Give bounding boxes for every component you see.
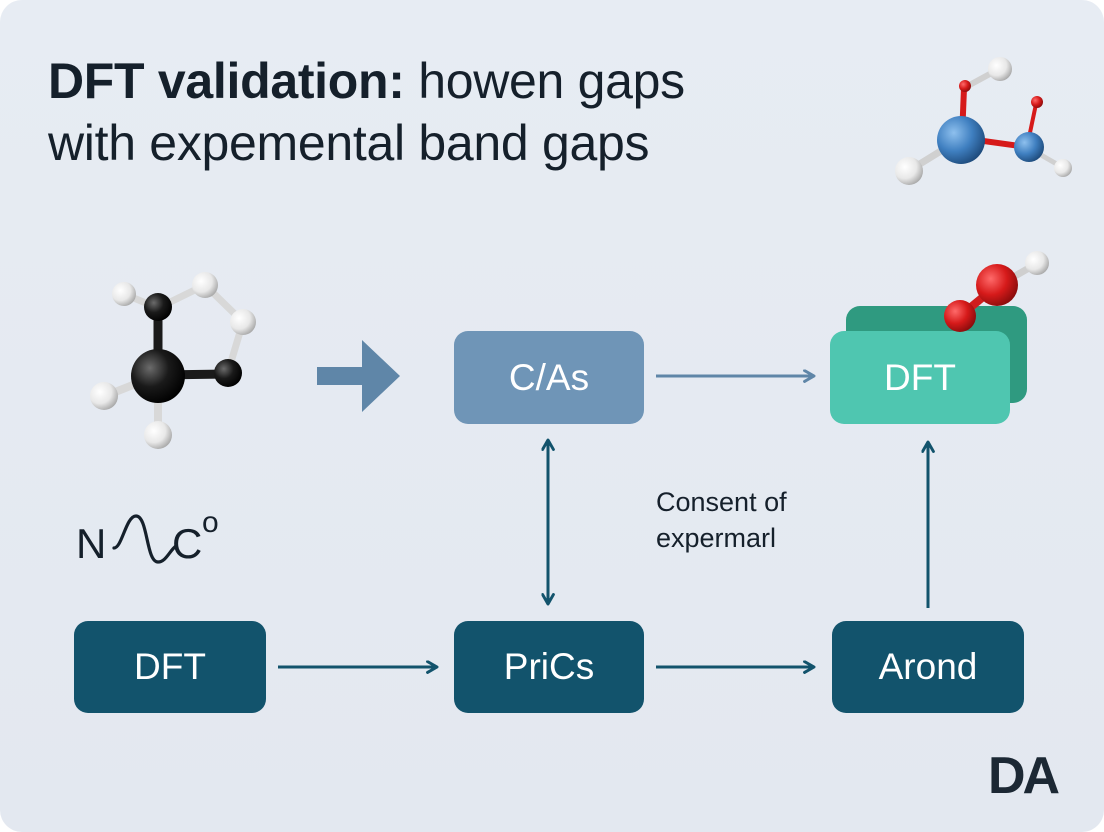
node-arond-label: Arond [878,646,978,687]
node-prics-label: PriCs [503,646,595,687]
node-dft-top: DFT [830,331,1010,424]
node-dft-bottom-label: DFT [134,646,206,687]
node-cas: C/As [454,331,644,424]
formula: N C o [76,506,276,570]
node-dft-bottom: DFT [74,621,266,713]
title-rest: howen gaps [404,53,685,109]
annotation-note: Consent of expermarl [656,484,856,556]
formula-c: C [172,520,203,567]
wave-icon [112,514,178,564]
node-dft-top-label: DFT [884,356,956,398]
node-cas-label: C/As [508,356,590,398]
brand-logo: DA [988,747,1060,805]
title-bold: DFT validation: [48,53,405,109]
note-line-2: expermarl [656,523,777,553]
node-arond: Arond [832,621,1024,713]
formula-sup: o [202,506,219,539]
formula-n: N [76,520,107,567]
title-line-2: with expemental band gaps [48,115,650,171]
block-arrow [317,340,400,412]
node-prics: PriCs [454,621,644,713]
note-line-1: Consent of [656,487,787,517]
page-title: DFT validation: howen gaps with expementa… [48,50,888,174]
